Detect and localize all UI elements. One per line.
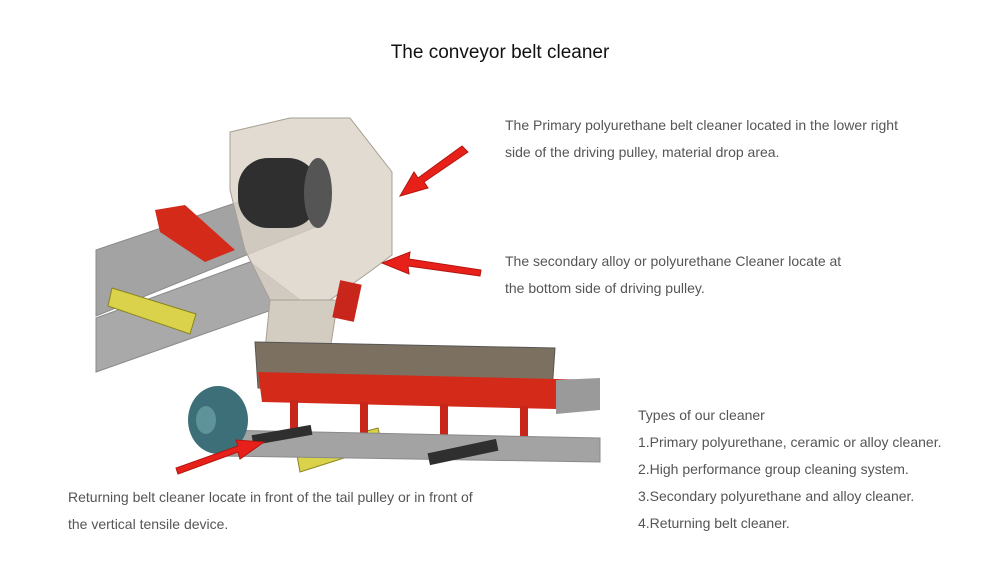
list-item: 4.Returning belt cleaner. [638,515,790,531]
secondary-cleaner-blade [332,280,362,322]
right-belt [556,378,600,414]
primary-cleaner-note: The Primary polyurethane belt cleaner lo… [505,112,898,166]
tail-pulley-hub [196,406,216,434]
yellow-cleaner-left [107,287,197,335]
idler-bracket [155,205,235,262]
return-cleaner [427,438,499,466]
secondary-cleaner-note: The secondary alloy or polyurethane Clea… [505,248,841,302]
arrow-returning-cleaner [175,439,266,475]
note-line: The secondary alloy or polyurethane Clea… [505,253,842,269]
note-line: The Primary polyurethane belt cleaner lo… [505,117,898,133]
list-item: 2.High performance group cleaning system… [638,461,909,477]
list-item: 3.Secondary polyurethane and alloy clean… [638,488,915,504]
note-line: the vertical tensile device. [68,516,229,532]
note-line: side of the driving pulley, material dro… [505,144,780,160]
tail-cleaner [251,424,313,446]
drive-pulley-end [304,158,332,228]
frame-legs [290,400,528,438]
drive-pulley [238,158,318,228]
types-heading: Types of our cleaner [638,407,765,423]
page-title: The conveyor belt cleaner [390,42,610,63]
note-line: Returning belt cleaner locate in front o… [68,489,473,505]
arrow-primary-cleaner [398,145,469,197]
cleaner-types-list: Types of our cleaner 1.Primary polyureth… [638,402,941,537]
note-line: the bottom side of driving pulley. [505,280,705,296]
list-item: 1.Primary polyurethane, ceramic or alloy… [638,434,942,450]
tail-pulley [188,386,248,454]
returning-cleaner-note: Returning belt cleaner locate in front o… [68,484,473,538]
arrow-secondary-cleaner [380,251,482,277]
conveyor-frame [258,372,600,410]
